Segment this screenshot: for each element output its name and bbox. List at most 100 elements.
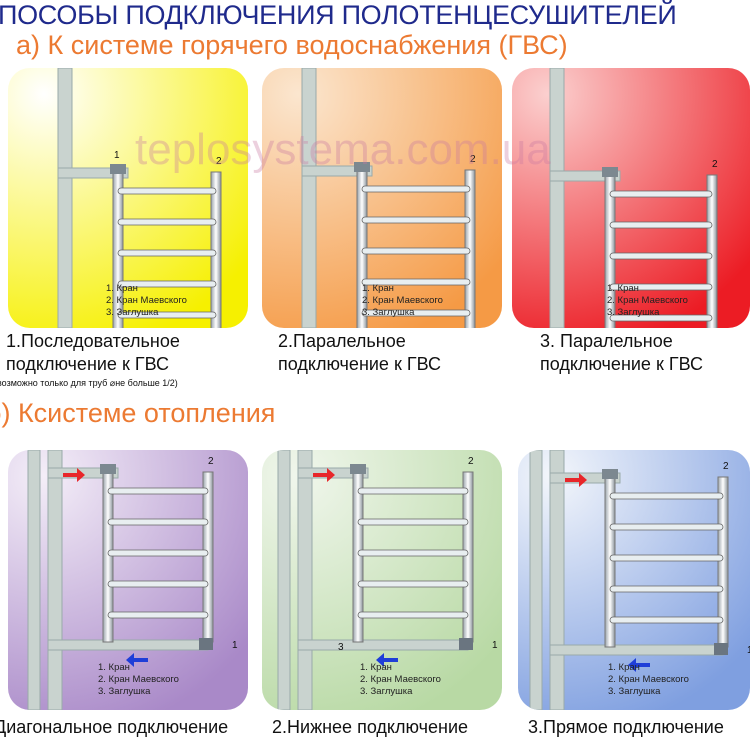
towel-rail-drawing: 123 (301, 68, 476, 328)
valve-icon (100, 464, 116, 474)
callout-label-1: 1 (114, 150, 120, 161)
legend-item: 1. Кран (106, 283, 138, 294)
callout-label-1: 1 (747, 645, 750, 656)
callout-label-3: 3 (338, 642, 344, 653)
riser-pipe (549, 450, 565, 710)
caption-line: подключение к ГВС (6, 354, 169, 374)
rail-rung (609, 283, 713, 291)
rail-rung (107, 487, 209, 495)
riser-pipe (529, 450, 543, 710)
rail-post-right (210, 171, 222, 328)
rail-rung (609, 252, 713, 260)
rail-rung (609, 314, 713, 322)
caption-6: 3.Прямое подключение (528, 716, 724, 739)
callout-label-2: 2 (712, 159, 718, 170)
rail-rung (117, 187, 217, 195)
rail-rung (357, 518, 469, 526)
valve-icon (714, 643, 728, 655)
caption-3: 3. Паралельное подключение к ГВС (540, 330, 703, 376)
rail-rung (357, 549, 469, 557)
legend-item: 2. Кран Маевского (98, 674, 179, 685)
rail-post-right (706, 174, 718, 328)
supply-pipe (297, 467, 369, 479)
legend-item: 1. Кран (360, 662, 392, 673)
return-arrow-icon (628, 658, 650, 672)
supply-pipe (549, 170, 621, 182)
towel-rail-drawing: 12 (27, 450, 238, 710)
rail-rung (361, 247, 471, 255)
rail-rung (107, 580, 209, 588)
rail-rung (609, 554, 724, 562)
rail-rung (117, 218, 217, 226)
towel-rail-drawing: 123 (549, 68, 718, 328)
supply-pipe (549, 472, 621, 484)
caption-4: Диагональное подключение (0, 716, 228, 739)
legend-item: 3. Заглушка (360, 686, 413, 697)
legend-item: 3. Заглушка (98, 686, 151, 697)
rail-rung (609, 221, 713, 229)
valve-icon (602, 167, 618, 177)
supply-pipe (47, 467, 119, 479)
rail-rung (117, 280, 217, 288)
riser-pipe (277, 450, 291, 710)
caption-line: 3. Паралельное (540, 331, 673, 351)
rail-post-right (464, 169, 476, 328)
legend-item: 3. Заглушка (106, 307, 159, 318)
rail-rung (107, 518, 209, 526)
valve-icon (602, 469, 618, 479)
valve-icon (350, 464, 366, 474)
callout-label-2: 2 (723, 461, 729, 472)
rail-rung (361, 309, 471, 317)
riser-pipe (27, 450, 41, 710)
callout-label-2: 2 (208, 456, 214, 467)
caption-1: 1.Последовательное подключение к ГВС (6, 330, 180, 376)
rail-rung (357, 611, 469, 619)
callout-label-2: 2 (468, 456, 474, 467)
legend-item: 1. Кран (608, 662, 640, 673)
towel-rail-drawing: 123 (57, 68, 222, 328)
caption-line: 1.Последовательное (6, 331, 180, 351)
caption-line: 3.Прямое подключение (528, 717, 724, 737)
caption-line: подключение к ГВС (540, 354, 703, 374)
towel-rail-drawing: 12 (529, 450, 750, 710)
rail-rung (609, 190, 713, 198)
riser-pipe (301, 68, 317, 328)
caption-5: 2.Нижнее подключение (272, 716, 468, 739)
riser-pipe (297, 450, 313, 710)
riser-pipe (549, 68, 565, 328)
diameter-note: (возможно только для труб ⌀не больше 1/2… (0, 378, 178, 388)
rail-rung (609, 616, 724, 624)
supply-arrow-icon (565, 473, 587, 487)
legend-item: 2. Кран Маевского (607, 295, 688, 306)
page-title: ПОСОБЫ ПОДКЛЮЧЕНИЯ ПОЛОТЕНЦЕСУШИТЕЛЕЙ (0, 0, 677, 30)
legend-item: 3. Заглушка (362, 307, 415, 318)
rail-rung (361, 278, 471, 286)
valve-icon (459, 638, 473, 650)
rail-rung (107, 549, 209, 557)
rail-rung (357, 487, 469, 495)
legend-item: 1. Кран (98, 662, 130, 673)
callout-label-1: 1 (492, 640, 498, 651)
callout-label-1: 1 (232, 640, 238, 651)
rail-rung (609, 585, 724, 593)
return-arrow-icon (126, 653, 148, 667)
watermark: teplosystema.com.ua (135, 125, 551, 174)
return-pipe (47, 639, 209, 651)
return-pipe (297, 639, 469, 651)
riser-pipe (47, 450, 63, 710)
section-a-heading: а) К системе горячего водоснабжения (ГВС… (16, 30, 568, 60)
rail-rung (117, 249, 217, 257)
return-pipe (549, 644, 724, 656)
return-arrow-icon (376, 653, 398, 667)
rail-rung (117, 311, 217, 319)
